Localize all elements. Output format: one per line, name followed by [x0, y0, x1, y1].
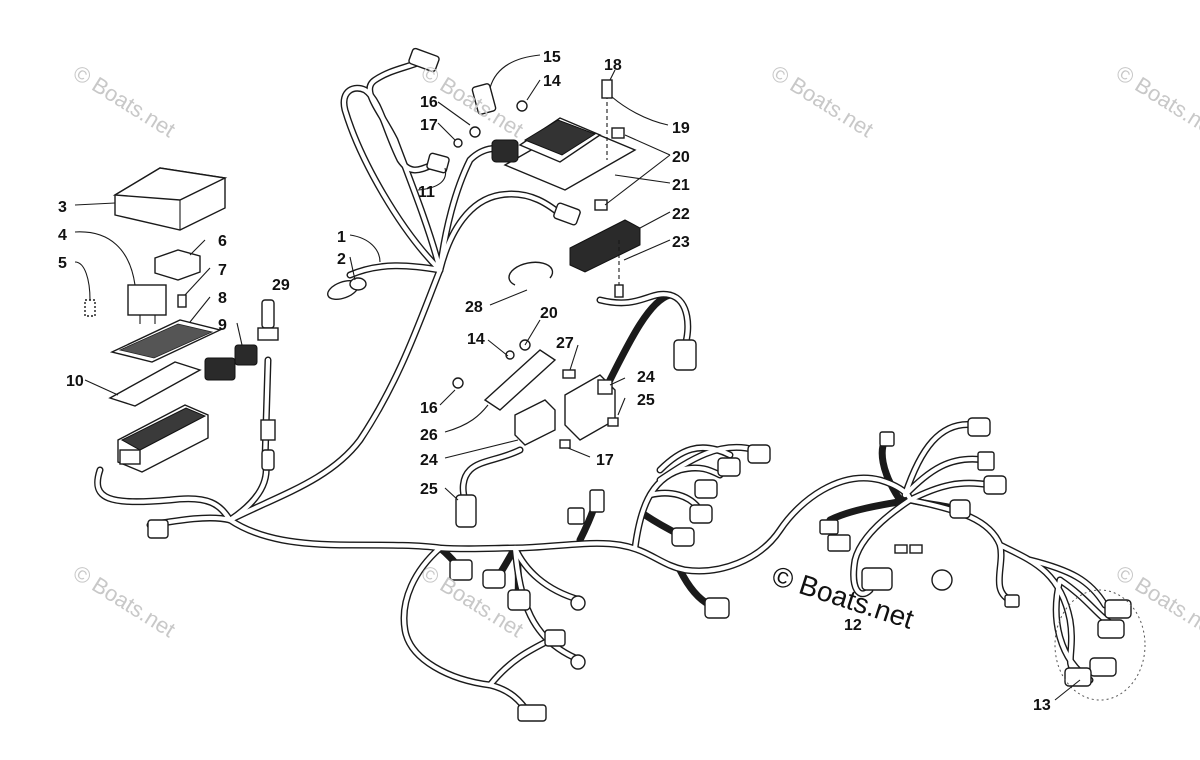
fuse-box-cover [112, 167, 228, 231]
fuse-block-base [117, 404, 209, 473]
leader-lines [74, 54, 1081, 701]
callout-21: 21 [672, 177, 690, 194]
harness-connectors [147, 444, 771, 722]
sensor-15 [453, 83, 528, 148]
relay-large [127, 284, 167, 324]
callout-6: 6 [218, 233, 227, 250]
callout-24-left: 24 [420, 452, 438, 469]
callout-17-top: 17 [420, 117, 438, 134]
callout-13: 13 [1033, 697, 1051, 714]
fuse-small [177, 294, 187, 308]
callout-18: 18 [604, 57, 622, 74]
relay-small [154, 249, 201, 281]
callout-14-mid: 14 [467, 331, 485, 348]
callout-2: 2 [337, 251, 346, 268]
callout-27: 27 [556, 335, 574, 352]
callout-24-right: 24 [637, 369, 655, 386]
plug-cap-lower [455, 494, 477, 528]
callout-10: 10 [66, 373, 84, 390]
callout-25-right: 25 [637, 392, 655, 409]
callout-11: 11 [418, 184, 435, 201]
callout-23: 23 [672, 234, 690, 251]
callout-20-top: 20 [672, 149, 690, 166]
callout-16-top: 16 [420, 94, 438, 111]
ecu-module [491, 79, 637, 211]
callout-7: 7 [218, 262, 227, 279]
connector-1-2 [327, 277, 367, 300]
callout-22: 22 [672, 206, 690, 223]
connector-11 [426, 152, 450, 174]
callout-numbers: 3 4 5 6 7 8 9 10 29 1 2 11 16 17 15 14 1… [58, 49, 1051, 714]
callout-1: 1 [337, 229, 346, 246]
sensor-29 [257, 299, 279, 471]
callout-17-mid: 17 [596, 452, 614, 469]
callout-28: 28 [465, 299, 483, 316]
connector-ecu-left [553, 202, 581, 226]
callout-14-top: 14 [543, 73, 561, 90]
top-connector [408, 47, 440, 73]
ignition-coil [514, 374, 619, 449]
connector-9 [204, 344, 258, 381]
callout-9: 9 [218, 317, 227, 334]
callout-8: 8 [218, 290, 227, 307]
callout-19: 19 [672, 120, 690, 137]
terminal-clip [84, 299, 96, 317]
plug-cap-upper [673, 339, 697, 371]
callout-26: 26 [420, 427, 438, 444]
connector-group-13 [1054, 589, 1146, 701]
right-connectors [819, 417, 1020, 608]
callout-5: 5 [58, 255, 67, 272]
callout-20-mid: 20 [540, 305, 558, 322]
callout-3: 3 [58, 199, 67, 216]
fuse-board [109, 319, 223, 363]
regulator-22 [569, 219, 641, 298]
fuse-box-gasket [108, 361, 202, 407]
callout-12: 12 [844, 617, 862, 634]
callout-29: 29 [272, 277, 290, 294]
callout-15: 15 [543, 49, 561, 66]
bracket-26 [452, 339, 576, 411]
callout-4: 4 [58, 227, 67, 244]
clamp-28 [508, 261, 554, 286]
callout-16-mid: 16 [420, 400, 438, 417]
callout-25-left: 25 [420, 481, 438, 498]
